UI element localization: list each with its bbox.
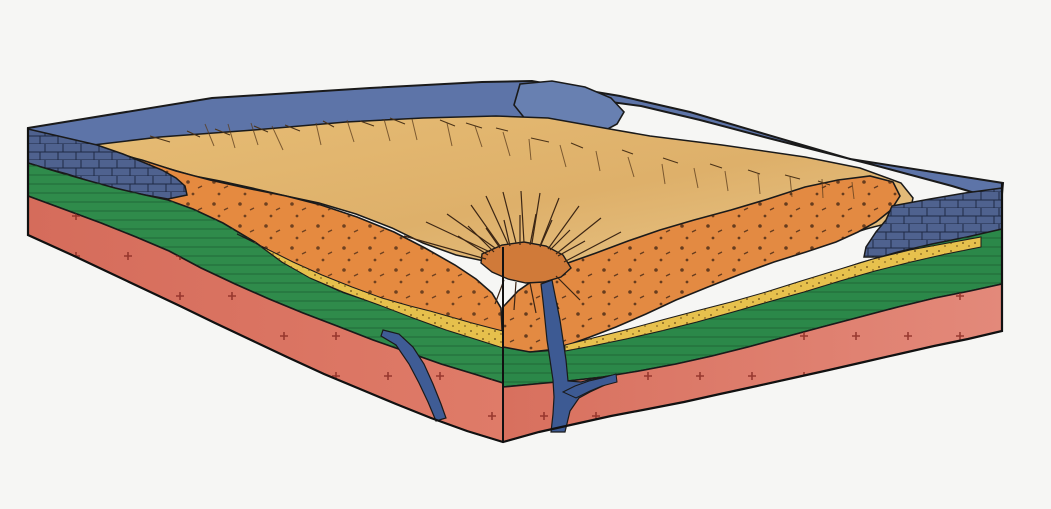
block-diagram-svg <box>0 0 1051 509</box>
geologic-block-diagram <box>0 0 1051 509</box>
